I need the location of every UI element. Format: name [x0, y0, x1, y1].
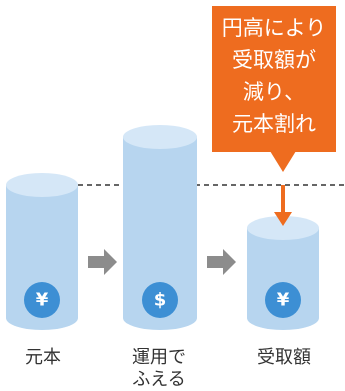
yen-coin-symbol: ¥ — [277, 290, 290, 311]
cylinder-principal: ¥ — [6, 173, 78, 330]
cylinder-invested: $ — [123, 125, 197, 330]
yen-coin-icon — [24, 282, 60, 318]
label-invested: 運用で ふえる — [132, 347, 186, 390]
cylinder-received: ¥ — [247, 216, 319, 330]
arrow-right-icon — [88, 249, 117, 275]
orange-down-arrow-icon — [274, 185, 292, 226]
callout-box: 円高により 受取額が 減り、 元本割れ — [212, 6, 336, 152]
label-received: 受取額 — [257, 347, 311, 368]
arrow-right-icon — [207, 249, 236, 275]
yen-coin-icon — [265, 282, 301, 318]
dollar-coin-icon — [142, 282, 178, 318]
dollar-coin-symbol: $ — [154, 290, 167, 311]
yen-coin-symbol: ¥ — [36, 290, 49, 311]
callout-pointer — [270, 151, 296, 172]
label-principal: 元本 — [25, 347, 61, 368]
